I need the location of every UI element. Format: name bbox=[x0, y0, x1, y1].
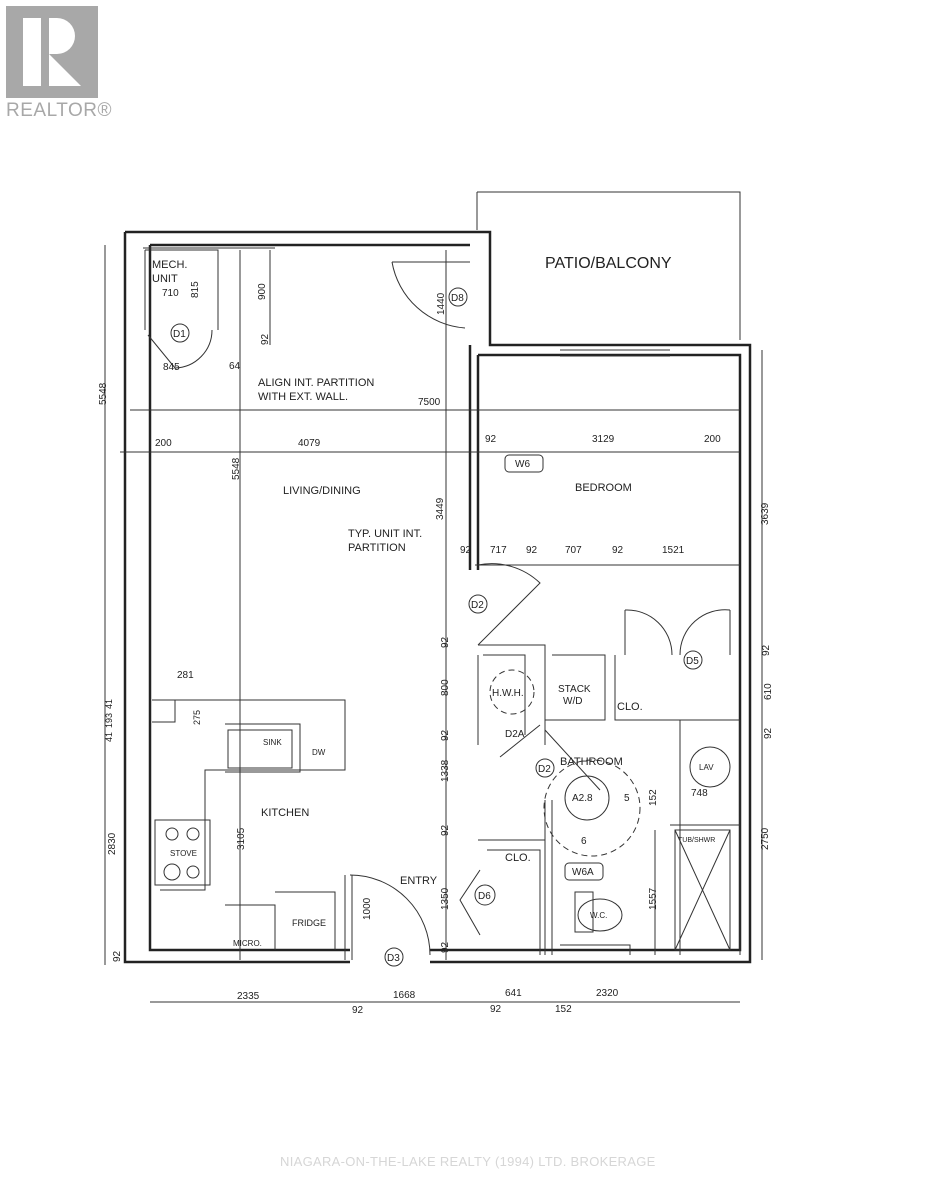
dimension: 92 bbox=[440, 636, 451, 648]
dimension: 92 bbox=[352, 1005, 364, 1016]
tag-d3: D3 bbox=[387, 953, 400, 964]
dimension: 275 bbox=[192, 710, 202, 725]
fixture-tub-shower: TUB/SHWR bbox=[678, 837, 715, 844]
dimension: 1440 bbox=[436, 292, 447, 315]
room-label-entry: ENTRY bbox=[400, 875, 438, 887]
tag-d1: D1 bbox=[173, 329, 186, 340]
dimension: 200 bbox=[704, 434, 721, 445]
fixture-fridge: FRIDGE bbox=[292, 918, 326, 928]
tag-w6a: W6A bbox=[572, 867, 594, 878]
dimension: 3639 bbox=[760, 502, 771, 525]
dimension: 92 bbox=[112, 950, 123, 962]
dimension: 41 bbox=[104, 699, 114, 709]
tag-d2-bathroom: D2 bbox=[538, 764, 551, 775]
dimension: 92 bbox=[526, 545, 538, 556]
dimension: 1350 bbox=[440, 887, 451, 910]
dimension: 92 bbox=[440, 824, 451, 836]
room-label-bathroom: BATHROOM bbox=[560, 756, 623, 768]
dimension: 92 bbox=[612, 545, 624, 556]
door-window-tags: D1 D8 D2 D2 D2A D5 D6 D3 W6 W6A A2.8 5 6 bbox=[170, 287, 703, 967]
room-label-patio-balcony: PATIO/BALCONY bbox=[545, 255, 672, 272]
fixture-toilet: W.C. bbox=[590, 911, 607, 920]
dimension: 2320 bbox=[596, 988, 619, 999]
dimension: 717 bbox=[490, 545, 507, 556]
dimension: 800 bbox=[440, 679, 451, 696]
note-with-ext-wall: WITH EXT. WALL. bbox=[258, 391, 348, 403]
dimension: 92 bbox=[260, 333, 271, 345]
dimension: 7500 bbox=[418, 397, 441, 408]
tag-w6: W6 bbox=[515, 459, 530, 470]
dimension: 92 bbox=[460, 545, 472, 556]
tag-d6: D6 bbox=[478, 891, 491, 902]
note-partition: PARTITION bbox=[348, 542, 406, 554]
fixture-stack-label: STACK bbox=[558, 684, 591, 695]
room-label-closet-bedroom: CLO. bbox=[617, 701, 643, 713]
dimension: 1000 bbox=[362, 897, 373, 920]
dimension: 281 bbox=[177, 670, 194, 681]
dimension: 3129 bbox=[592, 434, 615, 445]
dimension: 707 bbox=[565, 545, 582, 556]
tag-d2a: D2A bbox=[505, 729, 525, 740]
fixture-washer-dryer: W/D bbox=[563, 696, 582, 707]
dimension: 92 bbox=[763, 727, 774, 739]
fixture-sink: SINK bbox=[263, 738, 282, 747]
dimension: 4079 bbox=[298, 438, 321, 449]
tag-6: 6 bbox=[581, 836, 587, 847]
dimension: 193 bbox=[104, 713, 114, 728]
dimension: 64 bbox=[229, 361, 241, 372]
room-label-living-dining: LIVING/DINING bbox=[283, 485, 361, 497]
dimension: 748 bbox=[691, 788, 708, 799]
walls bbox=[123, 191, 752, 964]
room-label-mech-unit: UNIT bbox=[152, 273, 178, 285]
dimension: 641 bbox=[505, 988, 522, 999]
dimension: 610 bbox=[763, 683, 774, 700]
dimension: 1557 bbox=[648, 887, 659, 910]
dimension: 2750 bbox=[760, 827, 771, 850]
dimension: 152 bbox=[555, 1004, 572, 1015]
tag-5: 5 bbox=[624, 793, 630, 804]
dimension: 92 bbox=[761, 644, 772, 656]
room-label-mech: MECH. bbox=[152, 259, 187, 271]
realtor-r-icon bbox=[6, 6, 98, 98]
dimension: 1668 bbox=[393, 990, 416, 1001]
dimension: 2335 bbox=[237, 991, 260, 1002]
dimension: 92 bbox=[490, 1004, 502, 1015]
fixture-hot-water-heater: H.W.H. bbox=[492, 688, 524, 699]
tag-d5: D5 bbox=[686, 656, 699, 667]
fixture-dishwasher: DW bbox=[312, 748, 326, 757]
dimension: 5548 bbox=[98, 382, 109, 405]
fixture-lavatory: LAV bbox=[699, 763, 714, 772]
dimension: 1521 bbox=[662, 545, 685, 556]
dimension: 92 bbox=[485, 434, 497, 445]
dimension: 845 bbox=[163, 362, 180, 373]
fixture-stove: STOVE bbox=[170, 849, 197, 858]
dimension: 3449 bbox=[435, 497, 446, 520]
dimension: 1338 bbox=[440, 759, 451, 782]
dimension-lines bbox=[104, 245, 763, 1003]
dimension: 3105 bbox=[236, 827, 247, 850]
dimension: 710 bbox=[162, 288, 179, 299]
room-label-closet-entry: CLO. bbox=[505, 852, 531, 864]
dimension: 92 bbox=[440, 729, 451, 741]
dimension: 5548 bbox=[231, 457, 242, 480]
dimension: 152 bbox=[648, 789, 659, 806]
realtor-logo: REALTOR® bbox=[6, 6, 112, 122]
dimension: 92 bbox=[440, 941, 451, 953]
tag-d2-bedroom: D2 bbox=[471, 600, 484, 611]
dimension: 2830 bbox=[107, 832, 118, 855]
note-align-partition: ALIGN INT. PARTITION bbox=[258, 377, 374, 389]
tag-d8: D8 bbox=[451, 293, 464, 304]
room-label-kitchen: KITCHEN bbox=[261, 807, 309, 819]
realtor-logo-text: REALTOR® bbox=[6, 100, 112, 121]
tag-a2-8: A2.8 bbox=[572, 793, 593, 804]
dimension: 200 bbox=[155, 438, 172, 449]
dimension-labels: 900 92 1440 7500 200 4079 92 3129 200 55… bbox=[98, 281, 774, 1016]
room-label-bedroom: BEDROOM bbox=[575, 482, 632, 494]
dimension: 900 bbox=[257, 283, 268, 300]
note-typ-unit-int: TYP. UNIT INT. bbox=[348, 528, 422, 540]
brokerage-watermark: NIAGARA-ON-THE-LAKE REALTY (1994) LTD. B… bbox=[280, 1154, 656, 1169]
dimension: 815 bbox=[190, 281, 201, 298]
fixture-microwave: MICRO. bbox=[233, 939, 262, 948]
dimension: 41 bbox=[104, 732, 114, 742]
